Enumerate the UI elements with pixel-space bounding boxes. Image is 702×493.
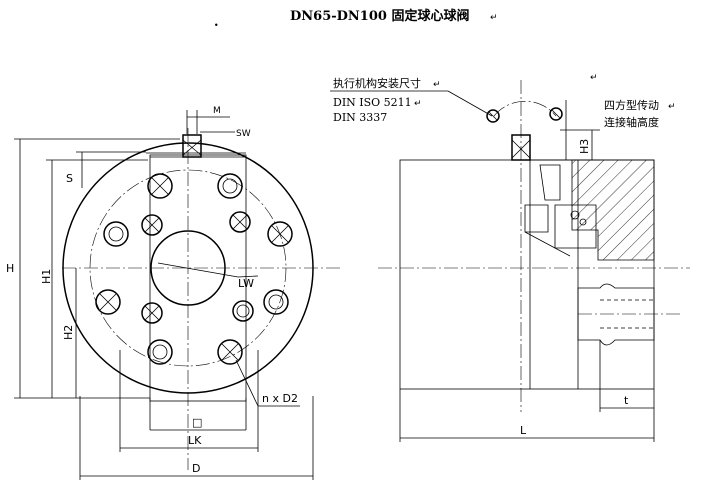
drawing-title: DN65-DN100 固定球心球阀 bbox=[290, 8, 469, 24]
shaft-height-label: 连接轴高度 bbox=[604, 115, 659, 129]
dim-label-L: L bbox=[520, 424, 527, 437]
dim-label-H3: H3 bbox=[578, 139, 591, 154]
title-return-mark: ↵ bbox=[490, 13, 498, 23]
valve-body-outline bbox=[149, 154, 247, 402]
dim-label-t: t bbox=[624, 394, 629, 407]
dim-label-S: S bbox=[66, 172, 73, 185]
dim-label-M: M bbox=[213, 106, 221, 116]
dim-label-H1: H1 bbox=[40, 269, 53, 284]
actuator-bolt-left bbox=[486, 109, 500, 123]
small-dot-mark: . bbox=[214, 15, 219, 30]
front-view bbox=[14, 110, 340, 480]
dim-label-nxD2: n x D2 bbox=[262, 392, 298, 405]
actuator-return-mark: ↵ bbox=[433, 80, 441, 90]
din-3337-label: DIN 3337 bbox=[333, 111, 387, 124]
dim-label-SW: SW bbox=[236, 129, 251, 139]
dim-label-D: D bbox=[192, 462, 200, 475]
dim-label-H: H bbox=[6, 262, 14, 275]
bore-circle bbox=[150, 230, 226, 306]
flange-outer-circle bbox=[62, 142, 314, 394]
bolt-holes-inner bbox=[141, 211, 254, 324]
dim-label-LK: LK bbox=[188, 434, 202, 447]
dim-label-H2: H2 bbox=[62, 325, 75, 340]
din1-return-mark: ↵ bbox=[414, 99, 422, 109]
stem-top bbox=[182, 134, 202, 158]
actuator-mounting-label: 执行机构安装尺寸 bbox=[333, 76, 421, 90]
hatched-section bbox=[571, 159, 655, 261]
din-iso-5211-label: DIN ISO 5211 bbox=[333, 96, 412, 109]
square-drive-label: 四方型传动 bbox=[604, 98, 659, 112]
dim-label-LW: LW bbox=[238, 277, 254, 290]
actuator-bolt-right bbox=[549, 107, 563, 121]
dim-label-square: □ bbox=[192, 416, 202, 429]
square-drive-return-mark: ↵ bbox=[668, 102, 676, 112]
side-section-view bbox=[330, 80, 690, 442]
bolt-holes-outer bbox=[95, 173, 293, 365]
top-return-mark: ↵ bbox=[590, 73, 598, 83]
